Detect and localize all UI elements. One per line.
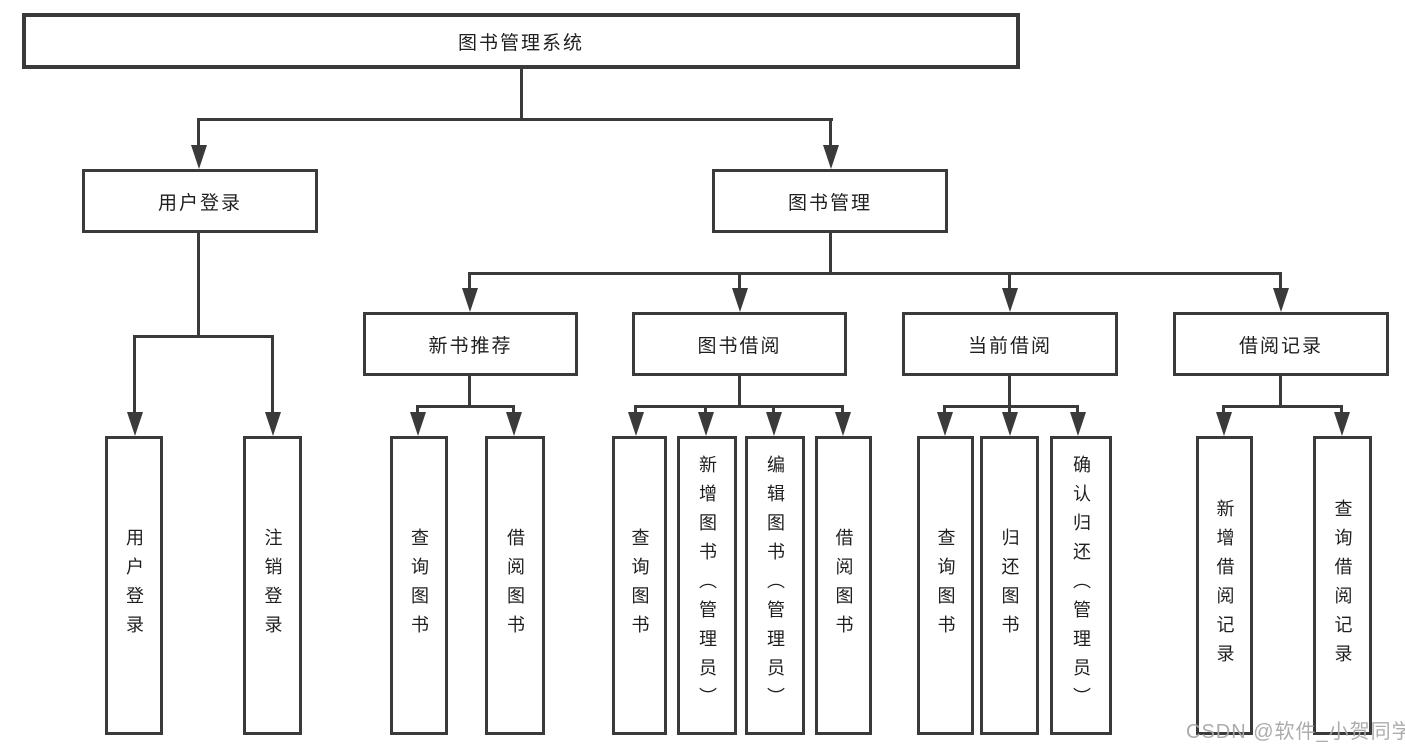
leaf-add-borrow-record: 新增借阅记录 xyxy=(1196,436,1253,735)
leaf-query-books-recommend: 查询图书 xyxy=(390,436,448,735)
connector-line xyxy=(468,272,471,294)
connector-arrowhead xyxy=(1216,412,1232,436)
connector-arrowhead xyxy=(1070,412,1086,436)
connector-arrowhead xyxy=(937,412,953,436)
leaf-edit-book-admin: 编辑图书（管理员） xyxy=(745,436,805,735)
connector-line xyxy=(1008,376,1011,408)
connector-arrowhead xyxy=(732,288,748,312)
node-label: 借阅图书 xyxy=(505,527,525,644)
connector-line xyxy=(943,405,1079,408)
connector-line xyxy=(1008,272,1011,294)
leaf-confirm-return-admin: 确认归还（管理员） xyxy=(1050,436,1112,735)
node-label: 查询图书 xyxy=(409,527,429,644)
node-user-login: 用户登录 xyxy=(82,169,318,233)
node-label: 注销登录 xyxy=(262,527,283,644)
node-borrow-records: 借阅记录 xyxy=(1173,312,1389,376)
connector-line xyxy=(1279,272,1282,294)
node-label: 查询借阅记录 xyxy=(1332,498,1353,673)
connector-line xyxy=(634,405,844,408)
connector-line xyxy=(416,405,515,408)
connector-arrowhead xyxy=(766,412,782,436)
node-label: 查询图书 xyxy=(935,527,956,644)
connector-arrowhead xyxy=(462,288,478,312)
node-label: 用户登录 xyxy=(157,192,242,214)
leaf-query-books-borrow: 查询图书 xyxy=(612,436,667,735)
connector-arrowhead xyxy=(628,412,644,436)
node-label: 新增借阅记录 xyxy=(1214,498,1235,673)
connector-arrowhead xyxy=(823,145,839,169)
node-label: 图书管理 xyxy=(787,192,872,214)
csdn-watermark: CSDN @软件_小贺同学 xyxy=(1186,721,1405,743)
node-new-book-recommend: 新书推荐 xyxy=(363,312,578,376)
node-label: 图书管理系统 xyxy=(457,32,584,54)
leaf-logout: 注销登录 xyxy=(243,436,302,735)
node-label: 图书借阅 xyxy=(697,335,782,357)
connector-line xyxy=(197,118,833,121)
leaf-user-login: 用户登录 xyxy=(105,436,163,735)
connector-line xyxy=(738,376,741,408)
connector-arrowhead xyxy=(1002,412,1018,436)
node-label: 新增图书（管理员） xyxy=(697,455,717,716)
connector-line xyxy=(829,118,832,150)
connector-line xyxy=(197,118,200,150)
node-label: 查询图书 xyxy=(629,527,650,644)
leaf-add-book-admin: 新增图书（管理员） xyxy=(677,436,737,735)
node-book-borrow: 图书借阅 xyxy=(632,312,847,376)
connector-arrowhead xyxy=(698,412,714,436)
node-label: 归还图书 xyxy=(999,527,1020,644)
leaf-borrow-books-recommend: 借阅图书 xyxy=(485,436,545,735)
connector-arrowhead xyxy=(1002,288,1018,312)
connector-line xyxy=(271,335,274,417)
leaf-return-book: 归还图书 xyxy=(980,436,1039,735)
node-label: 借阅记录 xyxy=(1238,335,1323,357)
connector-arrowhead xyxy=(835,412,851,436)
leaf-query-borrow-record: 查询借阅记录 xyxy=(1313,436,1372,735)
connector-arrowhead xyxy=(506,412,522,436)
leaf-query-books-current: 查询图书 xyxy=(917,436,974,735)
connector-line xyxy=(197,233,200,338)
connector-line xyxy=(520,69,523,120)
connector-line xyxy=(1222,405,1343,408)
node-book-management: 图书管理 xyxy=(712,169,948,233)
connector-arrowhead xyxy=(1334,412,1350,436)
node-label: 用户登录 xyxy=(124,527,144,644)
node-label: 确认归还（管理员） xyxy=(1071,455,1091,716)
connector-line xyxy=(133,335,274,338)
connector-line xyxy=(468,376,471,408)
connector-arrowhead xyxy=(127,412,143,436)
node-current-borrow: 当前借阅 xyxy=(902,312,1118,376)
node-label: 当前借阅 xyxy=(967,335,1052,357)
connector-line xyxy=(468,272,1282,275)
connector-line xyxy=(1279,376,1282,408)
leaf-borrow-books-borrow: 借阅图书 xyxy=(815,436,872,735)
node-library-management-system: 图书管理系统 xyxy=(22,13,1020,69)
node-label: 新书推荐 xyxy=(428,335,513,357)
connector-line xyxy=(738,272,741,294)
node-label: 借阅图书 xyxy=(833,527,854,644)
connector-arrowhead xyxy=(410,412,426,436)
connector-arrowhead xyxy=(191,145,207,169)
connector-line xyxy=(829,233,832,275)
connector-arrowhead xyxy=(265,412,281,436)
node-label: 编辑图书（管理员） xyxy=(765,455,785,716)
connector-line xyxy=(133,335,136,417)
connector-arrowhead xyxy=(1273,288,1289,312)
